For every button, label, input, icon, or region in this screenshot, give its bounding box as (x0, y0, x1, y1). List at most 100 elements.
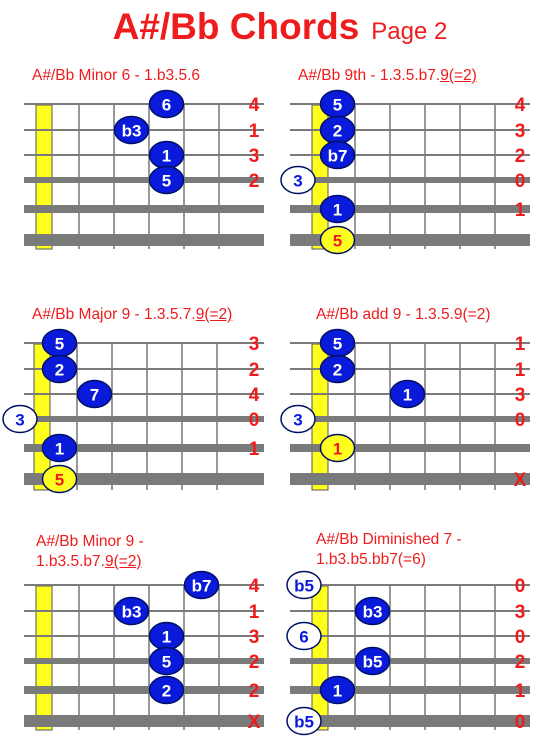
string-line (290, 444, 530, 452)
string-line (24, 234, 264, 246)
finger-dot (148, 89, 185, 119)
string-line (24, 154, 264, 156)
string-line (290, 129, 530, 131)
finger-dot (280, 404, 316, 434)
string-number: X (248, 712, 261, 733)
string-number: 3 (515, 602, 526, 623)
finger-dot (148, 675, 185, 705)
finger-label: 3 (15, 411, 24, 430)
finger-dot (113, 115, 150, 145)
string-number: 2 (249, 360, 260, 381)
finger-dot (41, 354, 78, 384)
finger-label: b5 (294, 577, 314, 596)
finger-label: 1 (333, 440, 342, 459)
string-line (290, 635, 530, 637)
string-number: 0 (515, 576, 526, 597)
finger-label: 5 (55, 335, 64, 354)
string-number: 3 (249, 627, 260, 648)
finger-label: b5 (294, 713, 314, 732)
finger-label: 1 (403, 386, 412, 405)
finger-label: b3 (122, 122, 142, 141)
finger-dot (286, 570, 322, 600)
string-number: 0 (249, 410, 260, 431)
finger-dot (319, 354, 356, 384)
string-line (290, 177, 530, 183)
chord-label-5: A#/Bb Diminished 7 - 1.b3.b5.bb7(=6) (316, 531, 462, 568)
string-line (24, 205, 264, 213)
chord-label-0: A#/Bb Minor 6 - 1.b3.5.6 (32, 67, 201, 84)
string-line (290, 205, 530, 213)
string-line (290, 686, 530, 694)
string-number: 1 (249, 439, 260, 460)
finger-label: 7 (90, 386, 99, 405)
string-line (290, 610, 530, 612)
finger-dot (319, 140, 356, 170)
chord-label-2: A#/Bb Major 9 - 1.3.5.7.9(=2) (32, 306, 233, 323)
string-line (290, 154, 530, 156)
string-line (24, 686, 264, 694)
finger-dot (354, 596, 391, 626)
string-number: 4 (249, 576, 260, 597)
string-number: 4 (249, 385, 260, 406)
string-line (24, 393, 264, 395)
string-number: 0 (515, 712, 526, 733)
string-number: 3 (249, 334, 260, 355)
finger-label: 2 (333, 122, 342, 141)
finger-label: 1 (333, 682, 342, 701)
finger-label: b7 (192, 577, 212, 596)
finger-dot (2, 404, 38, 434)
finger-label: 2 (55, 361, 64, 380)
string-number: 3 (249, 146, 260, 167)
finger-label: b5 (363, 653, 383, 672)
finger-label: 3 (293, 411, 302, 430)
string-line (24, 473, 264, 485)
string-line (24, 342, 264, 344)
string-number: 4 (249, 95, 260, 116)
finger-label: b3 (122, 603, 142, 622)
finger-dot (319, 194, 356, 224)
string-number: 1 (515, 200, 526, 221)
string-line (290, 584, 530, 586)
string-line (24, 368, 264, 370)
finger-dot (319, 225, 356, 255)
string-number: 0 (515, 410, 526, 431)
string-line (24, 658, 264, 664)
finger-dot (354, 646, 391, 676)
string-number: 2 (249, 171, 260, 192)
finger-dot (148, 165, 185, 195)
finger-dot (389, 379, 426, 409)
finger-label: b3 (363, 603, 383, 622)
finger-label: 2 (162, 682, 171, 701)
string-line (24, 103, 264, 105)
string-number: 1 (515, 681, 526, 702)
chord-label-4: A#/Bb Minor 9 - 1.b3.5.b7.9(=2) (36, 533, 144, 570)
string-line (290, 658, 530, 664)
title-sub: Page 2 (371, 18, 448, 45)
finger-label: 1 (55, 440, 64, 459)
finger-dot (41, 464, 78, 494)
finger-dot (286, 706, 322, 736)
finger-label: 6 (299, 628, 308, 647)
title-main: A#/Bb Chords (112, 6, 360, 47)
string-number: 1 (515, 334, 526, 355)
page-title: A#/Bb Chords Page 2 (0, 6, 560, 48)
string-line (24, 177, 264, 183)
finger-dot (148, 646, 185, 676)
chord-label-1: A#/Bb 9th - 1.3.5.b7.9(=2) (298, 67, 477, 84)
finger-label: 1 (162, 628, 171, 647)
string-number: 1 (249, 121, 260, 142)
string-line (290, 473, 530, 485)
finger-label: 5 (162, 172, 171, 191)
string-number: 3 (515, 385, 526, 406)
string-number: 0 (515, 627, 526, 648)
string-number: 2 (249, 681, 260, 702)
finger-label: 5 (333, 96, 342, 115)
string-number: 3 (515, 121, 526, 142)
string-line (24, 715, 264, 727)
finger-label: 6 (162, 96, 171, 115)
finger-label: 1 (162, 147, 171, 166)
string-line (24, 635, 264, 637)
string-number: 4 (515, 95, 526, 116)
chord-label-3: A#/Bb add 9 - 1.3.5.9(=2) (316, 306, 491, 323)
string-number: X (514, 470, 527, 491)
